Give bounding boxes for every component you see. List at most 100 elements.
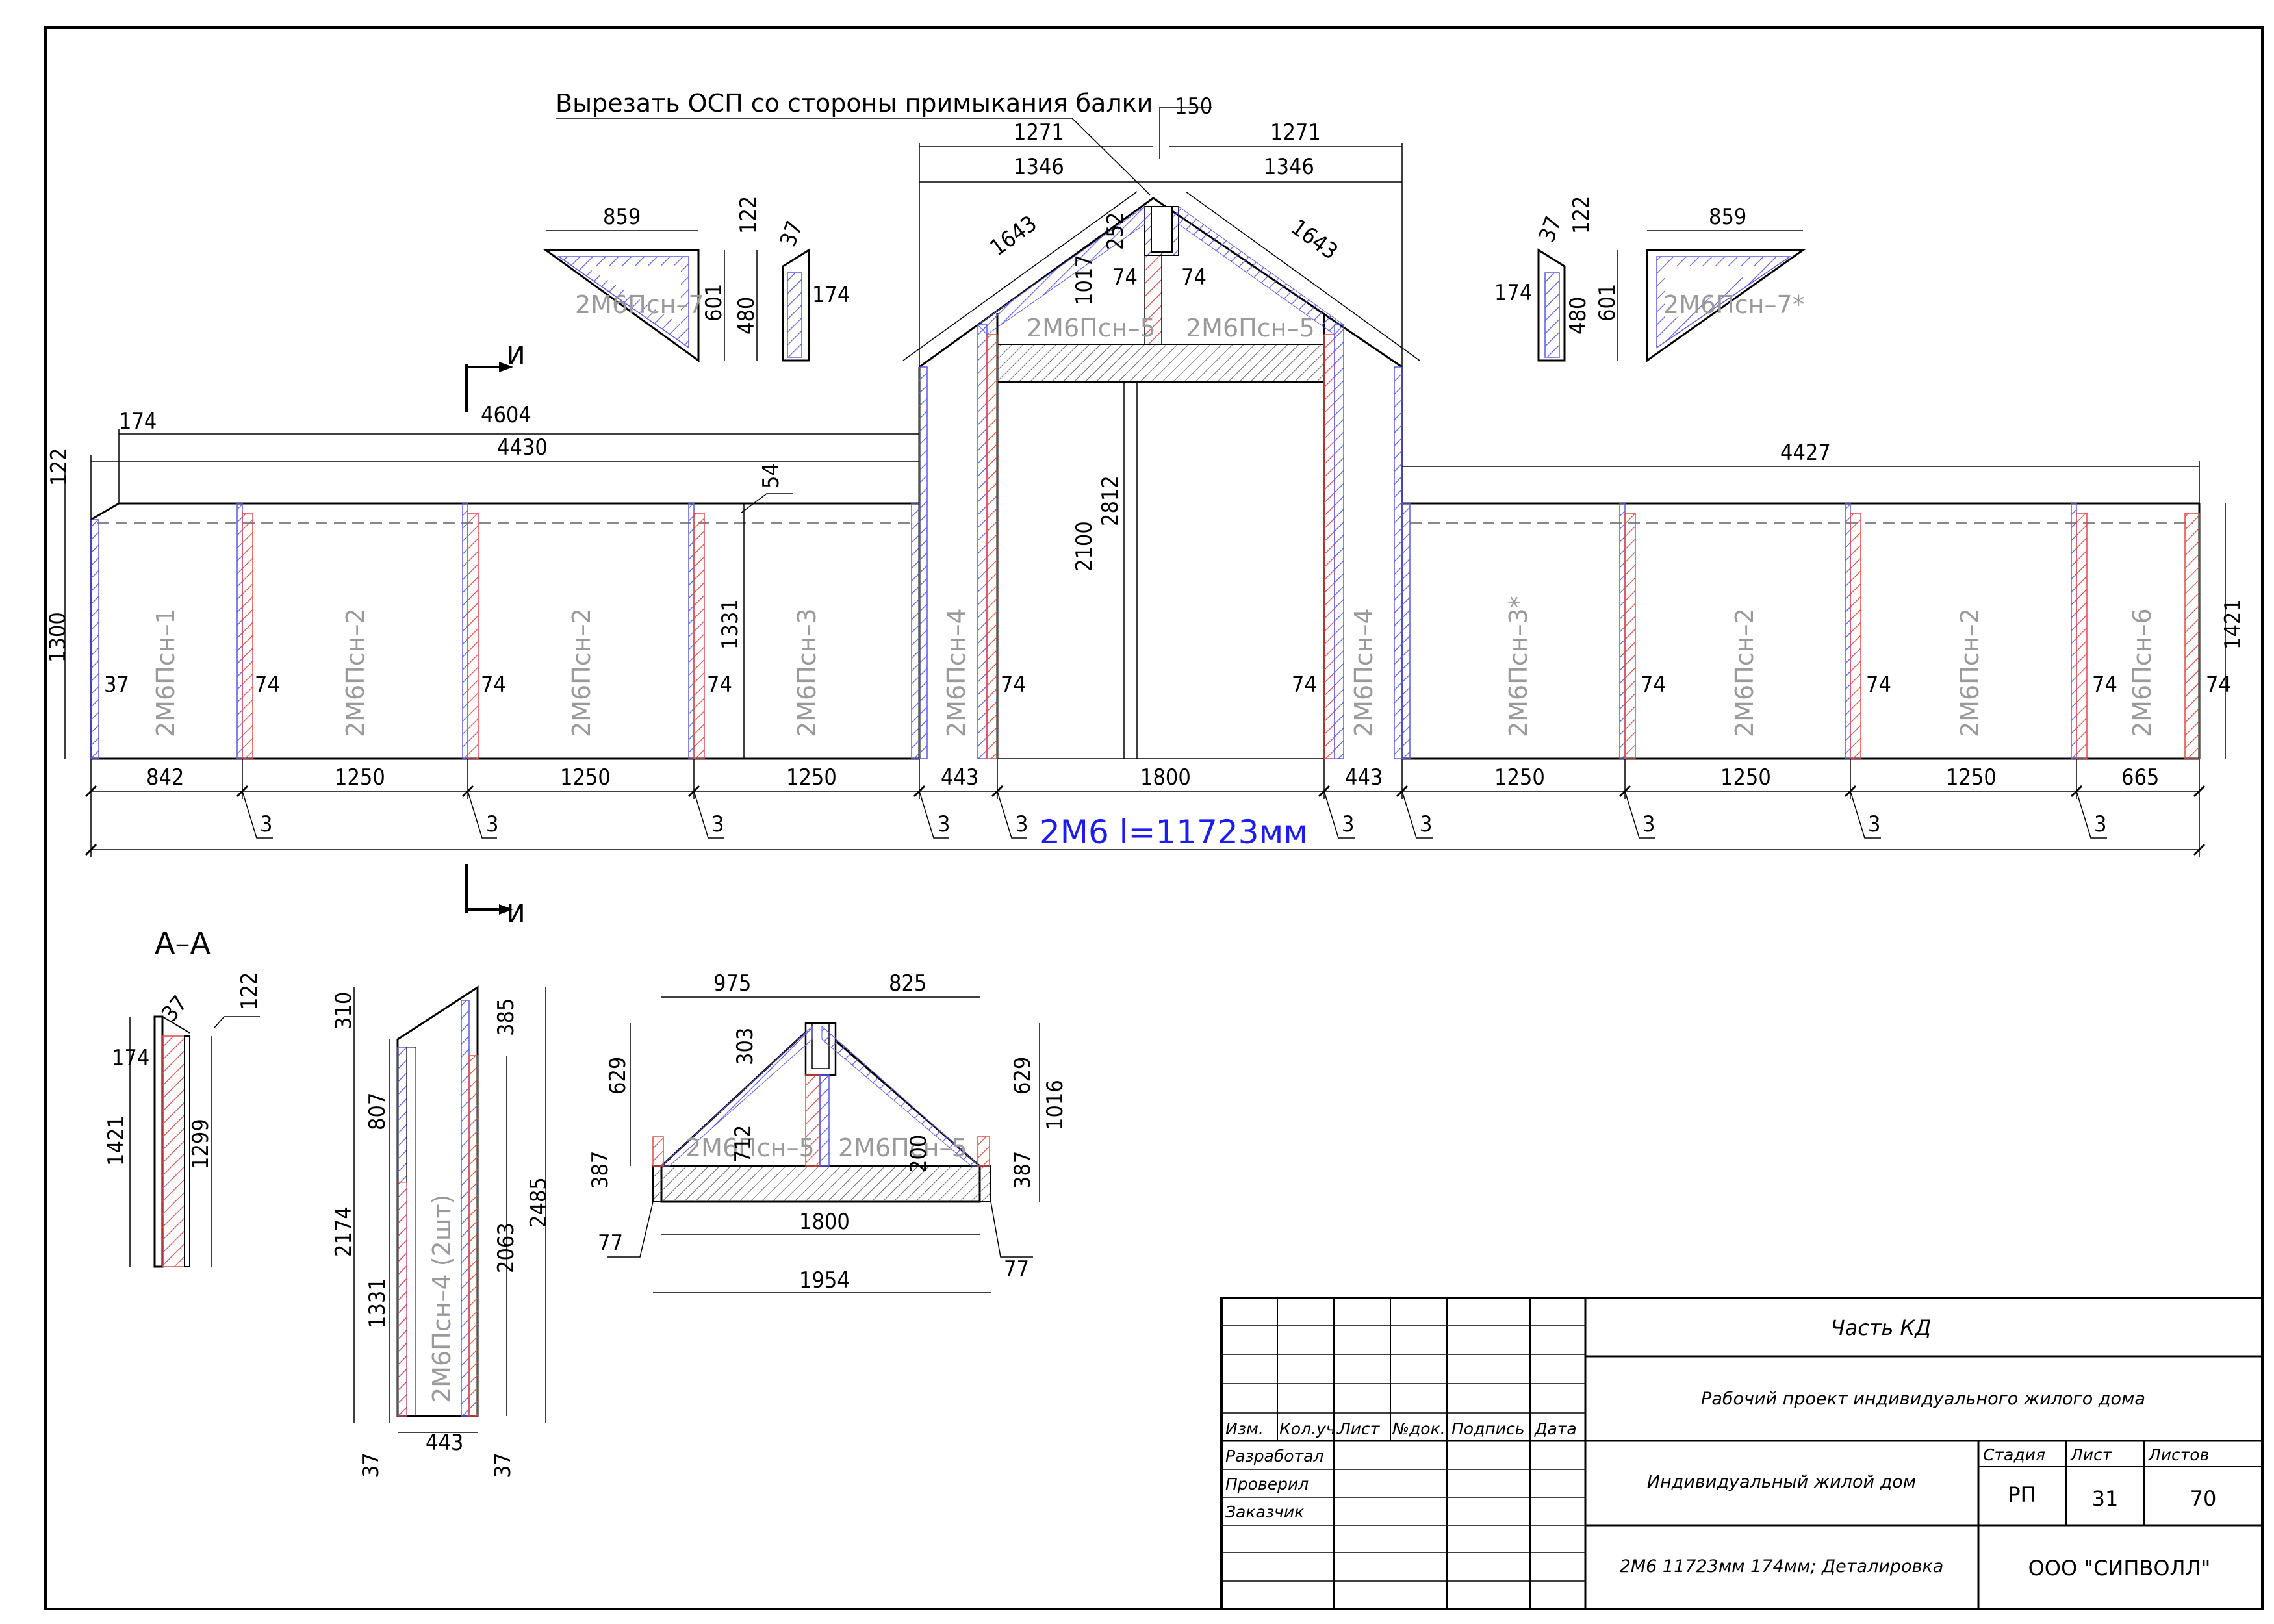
dim-975: 975 (713, 971, 751, 996)
dim-74-i: 74 (2206, 672, 2231, 698)
mark-psn7s: 2М6Псн–7* (1663, 290, 1805, 319)
dim-4430: 4430 (497, 435, 548, 461)
dim-859-right: 859 (1709, 204, 1746, 230)
dim-1800: 1800 (1140, 765, 1191, 791)
title-block-text: Изм. Кол.уч. Лист №док. Подпись Дата Раз… (1225, 1315, 2216, 1580)
main-dimensions (64, 107, 2226, 857)
mark-psn5-left: 2М6Псн–5 (1027, 314, 1156, 342)
dim-122-small-right: 122 (1568, 196, 1594, 234)
dim-3-d: 3 (938, 811, 950, 837)
total-length-label: 2М6 l=11723мм (1040, 813, 1308, 851)
dim-480-left: 480 (734, 297, 760, 335)
tb-sheet-title: 2М6 11723мм 174мм; Деталировка (1620, 1556, 1944, 1577)
dim-77-left: 77 (598, 1230, 623, 1256)
dim-74-e: 74 (1292, 672, 1317, 698)
dim-480-right: 480 (1565, 297, 1591, 335)
dim-74-c: 74 (707, 672, 732, 698)
dim-807: 807 (364, 1093, 390, 1130)
tb-stage-label: Стадия (1983, 1445, 2045, 1464)
dim-859-left: 859 (603, 204, 641, 230)
tb-role-developer: Разработал (1225, 1447, 1323, 1465)
dim-712: 712 (730, 1125, 756, 1163)
mark-psn3s: 2М6Псн–3* (1504, 596, 1533, 737)
dim-37-a: 37 (104, 672, 129, 698)
main-dim-texts: 842 1250 1250 1250 443 1800 443 1250 125… (45, 89, 2246, 851)
dim-2485: 2485 (526, 1177, 552, 1228)
dim-443-right: 443 (1345, 765, 1383, 791)
dim-629-left: 629 (605, 1057, 631, 1095)
dim-37-small-left: 37 (775, 218, 808, 250)
dim-ticks (84, 785, 2206, 856)
dim-4427: 4427 (1780, 440, 1831, 466)
title-block (1220, 1297, 2264, 1610)
dim-387-left: 387 (587, 1151, 613, 1189)
dim-1643-left: 1643 (986, 210, 1041, 261)
tb-sheets: 70 (2190, 1486, 2217, 1511)
dim-74-j: 74 (1112, 264, 1138, 290)
dim-3-a: 3 (260, 811, 272, 837)
dim-3-f: 3 (1342, 811, 1354, 837)
dim-443-detail: 443 (426, 1430, 463, 1456)
mark-psn7: 2М6Псн–7 (575, 290, 704, 319)
tb-sheets-label: Листов (2148, 1445, 2209, 1464)
section-aa: 1421 1299 174 37 122 (103, 972, 262, 1268)
dim-174-small-left: 174 (812, 282, 850, 308)
dim-4604: 4604 (481, 402, 531, 428)
dim-3-b: 3 (486, 811, 498, 837)
dim-601-left: 601 (701, 284, 727, 322)
tb-part: Часть КД (1831, 1315, 1932, 1340)
mark-psn5-detail-right: 2М6Псн–5 (838, 1134, 967, 1162)
section-mark-top: И (507, 341, 525, 370)
mark-psn4-left: 2М6Псн–4 (942, 608, 971, 737)
dim-1250-a: 1250 (335, 765, 385, 791)
tb-stage: РП (2008, 1482, 2036, 1507)
dim-825: 825 (889, 971, 926, 996)
dim-37-detail-right: 37 (490, 1453, 516, 1478)
dim-1346-left: 1346 (1014, 154, 1064, 180)
dim-122-left: 122 (46, 448, 72, 486)
dim-1331: 1331 (717, 599, 743, 650)
dim-1250-f: 1250 (1946, 765, 1997, 791)
mark-psn1: 2М6Псн–1 (151, 608, 180, 737)
dim-1954: 1954 (799, 1267, 850, 1293)
dim-122-small-left: 122 (735, 196, 761, 234)
dim-1421-right: 1421 (2220, 599, 2246, 650)
tb-header-list: Лист (1338, 1419, 1381, 1438)
dim-601-right: 601 (1594, 284, 1620, 322)
tb-header-podpis: Подпись (1451, 1419, 1524, 1438)
dim-2812: 2812 (1097, 476, 1123, 526)
dim-2100: 2100 (1071, 521, 1097, 572)
dim-1271-left: 1271 (1014, 120, 1064, 146)
dim-74-h: 74 (2092, 672, 2117, 698)
panel-psn5-detail: 2М6Псн–5 2М6Псн–5 975 825 303 629 629 38… (587, 971, 1068, 1293)
dim-1250-d: 1250 (1494, 765, 1545, 791)
tb-project: Рабочий проект индивидуального жилого до… (1701, 1389, 2145, 1409)
section-aa-title: А–А (155, 926, 211, 961)
dim-1300: 1300 (45, 612, 71, 663)
mark-psn3: 2М6Псн–3 (793, 608, 821, 737)
sheet-frame (44, 26, 2264, 1610)
dim-3-c: 3 (711, 811, 724, 837)
tb-role-checker: Проверил (1225, 1475, 1309, 1493)
dim-174-aa: 174 (112, 1045, 149, 1071)
dim-665: 665 (2121, 765, 2159, 791)
dim-74-k: 74 (1181, 264, 1207, 290)
dim-3-i: 3 (1868, 811, 1880, 837)
tb-company: ООО "СИПВОЛЛ" (2028, 1556, 2211, 1580)
dim-629-right: 629 (1010, 1057, 1036, 1095)
dim-443-left: 443 (941, 765, 978, 791)
mark-psn2-c: 2М6Псн–2 (1730, 608, 1759, 737)
dim-1331-detail: 1331 (364, 1278, 390, 1328)
tb-role-customer: Заказчик (1225, 1503, 1304, 1521)
dim-252: 252 (1103, 212, 1129, 250)
dim-2174: 2174 (331, 1206, 357, 1257)
mark-psn5-right: 2М6Псн–5 (1186, 314, 1315, 342)
dim-385: 385 (493, 998, 519, 1036)
dim-74-d: 74 (1001, 672, 1026, 698)
dim-1421-aa: 1421 (103, 1115, 129, 1166)
dim-1017: 1017 (1071, 255, 1097, 305)
dim-387-right: 387 (1010, 1151, 1036, 1189)
dim-3-g: 3 (1420, 811, 1432, 837)
dim-1346-right: 1346 (1264, 154, 1314, 180)
